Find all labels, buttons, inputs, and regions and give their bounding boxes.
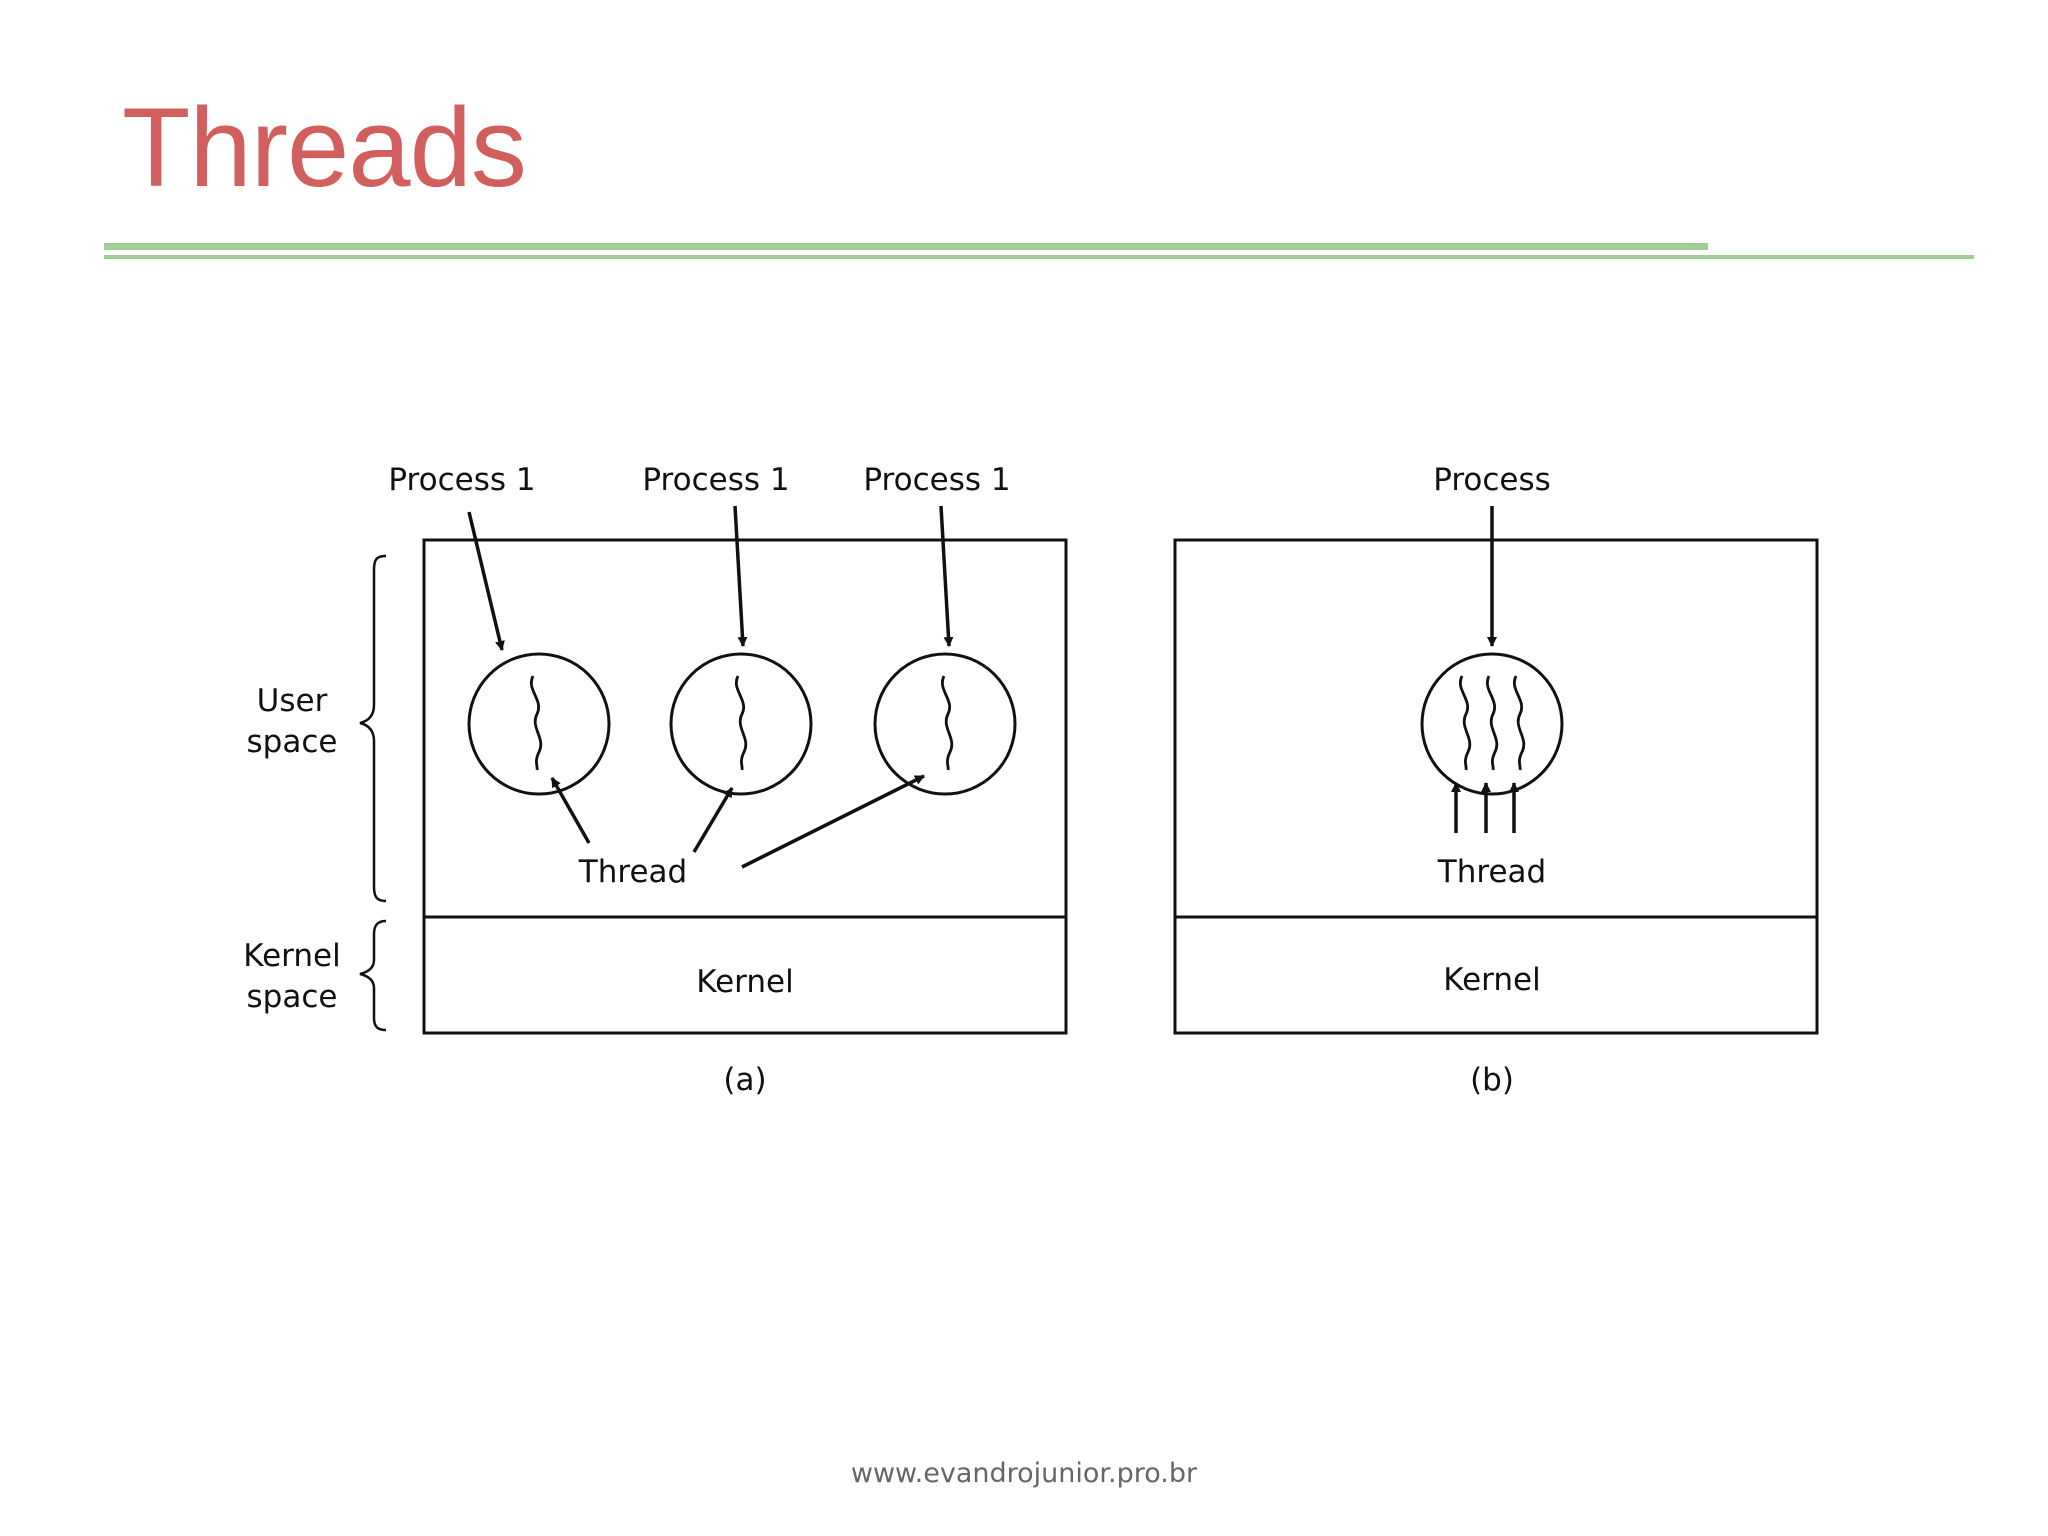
panel-b-frame [1173, 538, 1819, 1035]
thread-b3-squiggle [1513, 675, 1526, 771]
user-label: User [257, 683, 328, 719]
kernel-space-brace [359, 919, 387, 1032]
thread-b1-squiggle [1459, 675, 1472, 771]
panel-a-frame [422, 538, 1068, 1035]
panel-a: Process 1 Process 1 Process 1 Thread Ker… [388, 462, 1068, 1098]
thread-a2-squiggle [735, 675, 748, 771]
process-a2-arrow [733, 505, 748, 647]
user-space-label: space [247, 724, 338, 760]
process-a1-arrow [467, 511, 505, 651]
process-a1-circle [467, 652, 611, 796]
kernel-b-label: Kernel [1443, 962, 1540, 998]
title-rule-lower [104, 255, 1974, 259]
user-space-brace [359, 554, 387, 903]
process-b-circle [1420, 652, 1564, 796]
process-a1-label: Process 1 [388, 462, 535, 498]
caption-b: (b) [1470, 1062, 1514, 1098]
footer-url: www.evandrojunior.pro.br [850, 1458, 1198, 1489]
caption-a: (a) [723, 1062, 766, 1098]
kernel-space-label: space [247, 979, 338, 1015]
space-labels: User space Kernel space [243, 554, 387, 1032]
panel-b: Process Thread Kernel (b) [1173, 462, 1819, 1098]
process-b-label: Process [1433, 462, 1551, 498]
slide-title: Threads [122, 85, 527, 210]
process-a3-circle [873, 652, 1017, 796]
thread-a1-squiggle [530, 675, 543, 771]
thread-a1-pointer [550, 777, 591, 844]
kernel-side-label: Kernel [243, 938, 340, 974]
thread-a2-pointer [692, 787, 734, 853]
process-a2-circle [669, 652, 813, 796]
process-a3-label: Process 1 [863, 462, 1010, 498]
kernel-a-label: Kernel [696, 964, 793, 1000]
thread-a-label: Thread [578, 854, 687, 890]
thread-b2-squiggle [1486, 675, 1499, 771]
title-rule-upper [104, 243, 1708, 250]
thread-a3-squiggle [941, 675, 954, 771]
process-a3-arrow [939, 505, 954, 647]
thread-a3-pointer [741, 774, 925, 869]
process-a2-label: Process 1 [642, 462, 789, 498]
thread-b-label: Thread [1437, 854, 1546, 890]
